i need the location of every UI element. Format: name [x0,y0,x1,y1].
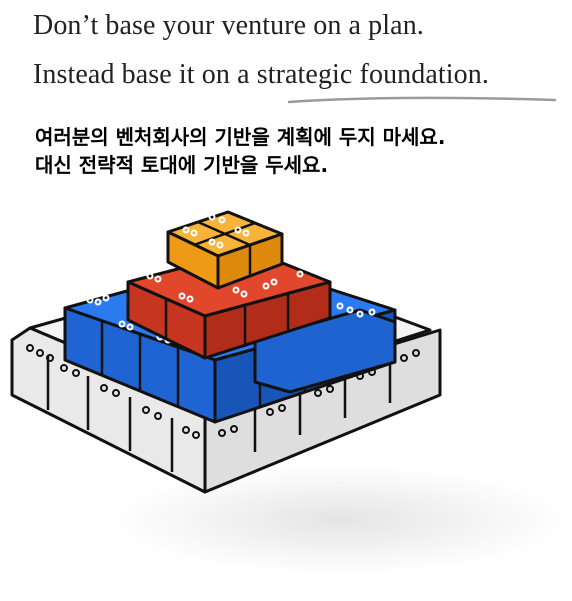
block-pyramid-illustration [10,210,570,575]
korean-line-2: 대신 전략적 토대에 기반을 두세요. [35,153,329,177]
heading-line-1: Don’t base your venture on a plan. [33,10,424,41]
handdrawn-underline [287,96,557,104]
red-studs [146,270,304,303]
ground-shadow [110,465,570,575]
heading-line-2: Instead base it on a strategic foundatio… [33,59,489,91]
yellow-studs [182,213,250,249]
base-studs [26,344,420,439]
heading-line-2-prefix: Instead base it on a [33,59,257,90]
heading-line-2-emphasis: strategic foundation. [256,59,489,90]
top-layer-yellow [166,210,284,290]
korean-line-1: 여러분의 벤처회사의 기반을 계획에 두지 마세요. [35,125,446,149]
